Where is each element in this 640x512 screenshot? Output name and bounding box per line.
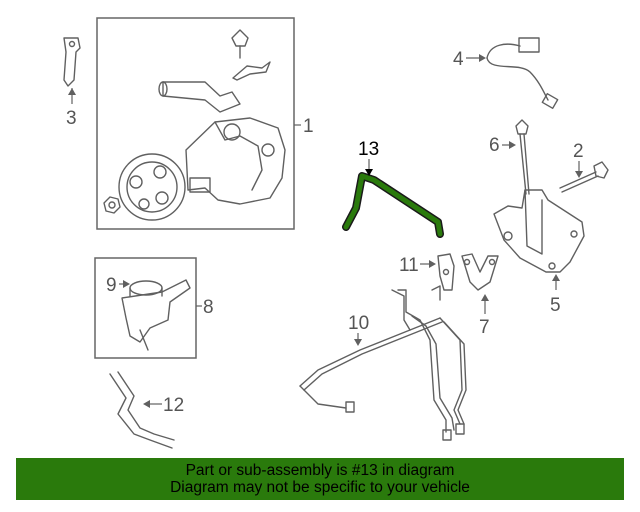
arrow-icon [143, 400, 150, 408]
arrow-icon [509, 141, 516, 149]
part-13-hose [342, 172, 444, 238]
callout-5: 5 [550, 295, 561, 316]
part-5-bracket [493, 189, 585, 273]
banner-background [16, 458, 624, 500]
arrow-icon [68, 88, 76, 95]
part-6-bolt [515, 119, 530, 195]
callout-8: 8 [203, 297, 214, 318]
callout-12: 12 [163, 395, 184, 416]
part-11-bracket [437, 253, 455, 291]
callout-4: 4 [453, 49, 464, 70]
arrow-icon [481, 294, 489, 301]
arrow-icon [575, 171, 583, 178]
arrow-icon [123, 280, 130, 288]
arrow-icon [429, 260, 436, 268]
callout-3: 3 [66, 108, 77, 129]
part-10-pressure-lines [299, 285, 467, 441]
callout-7: 7 [479, 317, 490, 338]
part-7-bracket [461, 253, 499, 291]
arrow-icon [365, 169, 373, 176]
callout-10: 10 [348, 313, 369, 334]
part-12-hose [109, 371, 175, 449]
callout-9: 9 [106, 275, 117, 296]
power-steering-pump [103, 29, 286, 221]
part-2-bolt [559, 161, 609, 193]
arrow-icon [552, 274, 560, 281]
pump-group-box [96, 17, 295, 230]
callout-2: 2 [573, 141, 584, 162]
callout-6: 6 [489, 135, 500, 156]
banner-line-1: Part or sub-assembly is #13 in diagram [185, 462, 455, 479]
part-8-reservoir [121, 279, 191, 351]
callout-11: 11 [399, 255, 419, 276]
reservoir-group-box [94, 257, 197, 359]
part-4-sensor-cable [486, 37, 559, 110]
notice-banner: Part or sub-assembly is #13 in diagram D… [16, 458, 624, 500]
part-3-bracket [63, 37, 81, 87]
callout-1: 1 [303, 116, 314, 137]
arrow-icon [354, 339, 362, 346]
arrow-icon [479, 54, 486, 62]
callout-13: 13 [358, 139, 379, 160]
banner-line-2: Diagram may not be specific to your vehi… [170, 479, 470, 496]
